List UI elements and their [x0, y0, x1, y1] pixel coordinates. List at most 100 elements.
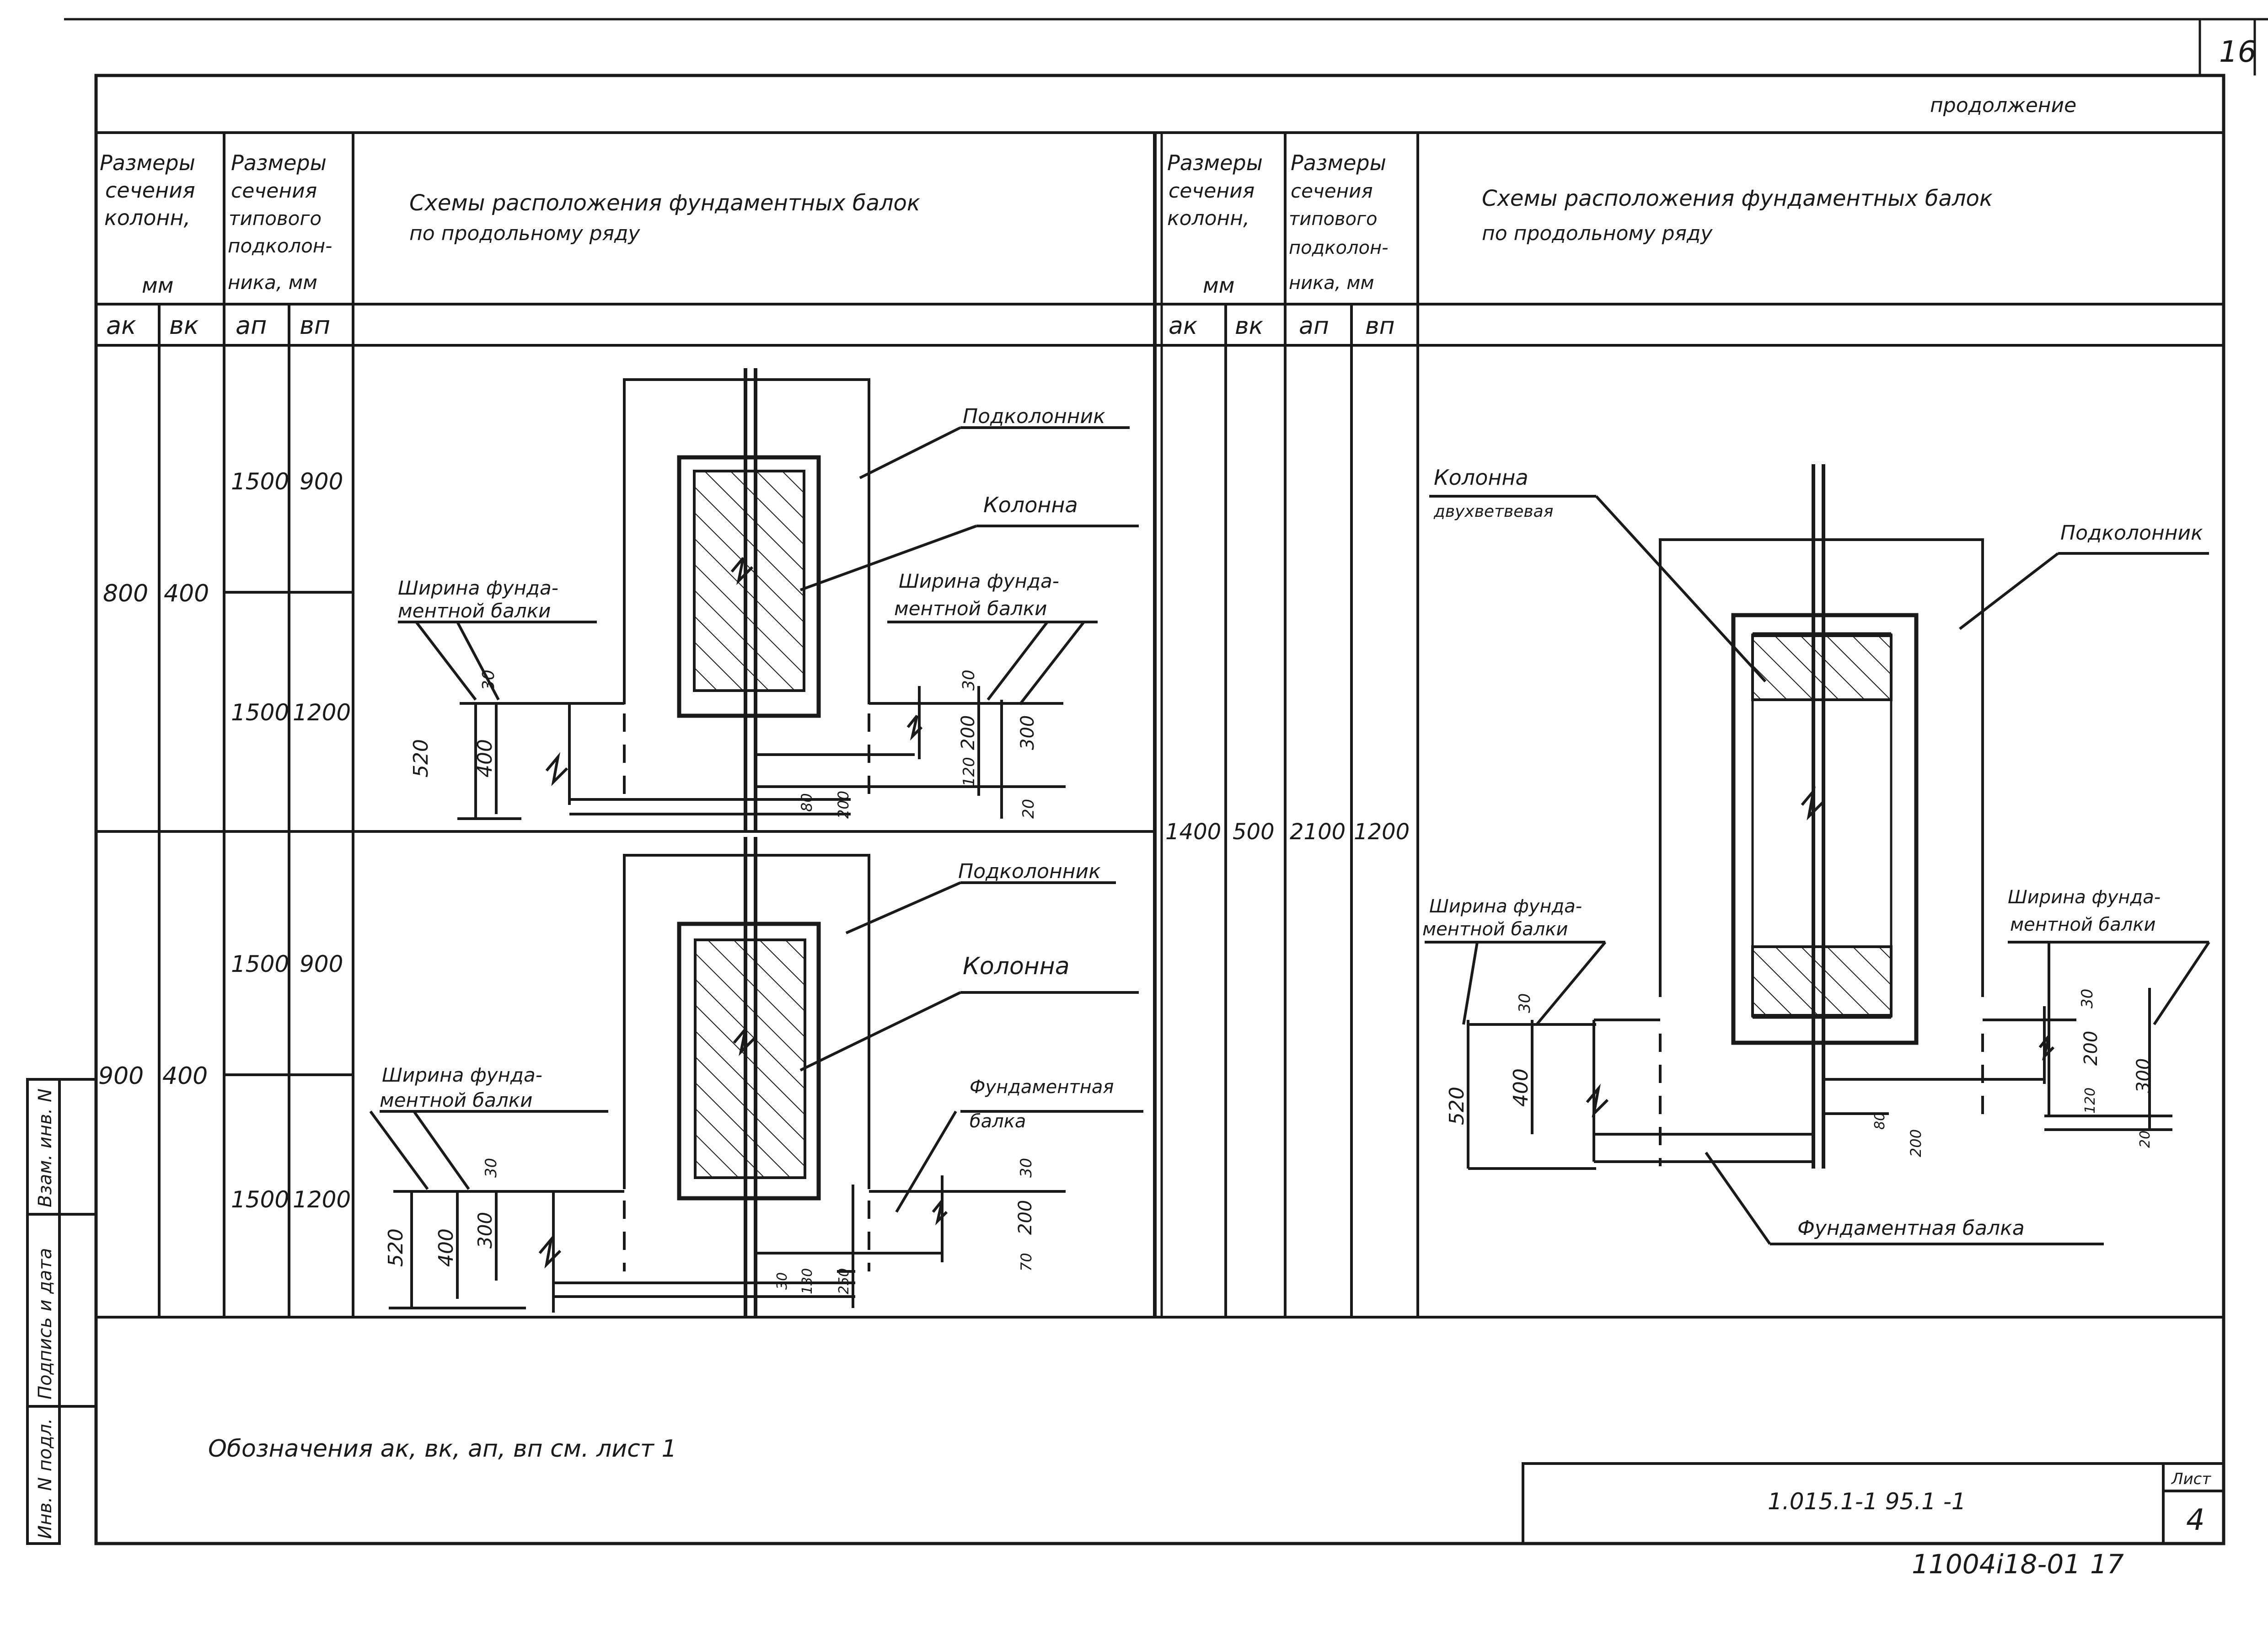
- s2-width-left-2: ментной балки: [380, 1089, 532, 1111]
- s3-dim-20: 20: [2137, 1131, 2153, 1148]
- r-sub-bk: вк: [1235, 312, 1264, 340]
- s3-dim-120: 120: [2082, 1088, 2098, 1114]
- s2-dim-250: 250: [836, 1268, 852, 1294]
- stamp-strip: [26, 1078, 96, 1545]
- s1-podkolonnik-label: Подколонник: [963, 405, 1105, 428]
- s1-width-right-1: Ширина фунда-: [899, 570, 1059, 592]
- row2-bn-2: 1200: [293, 1186, 351, 1213]
- row2-an-1: 1500: [231, 951, 289, 977]
- scheme-2: Подколонник Колонна Ширина фунда- ментно…: [369, 837, 1143, 1317]
- s1-dim-400: 400: [473, 739, 497, 777]
- row1-bn-2: 1200: [293, 699, 351, 726]
- stamp-label-replacement: Взам. инв. N: [35, 1088, 56, 1207]
- s2-dim-300: 300: [474, 1212, 496, 1249]
- row1-bk: 400: [164, 580, 209, 607]
- table-grid: [96, 133, 2224, 1319]
- document-code: 1.015.1-1 95.1 -1: [1768, 1488, 1966, 1515]
- right-table-header: Размеры сечения колонн, мм Размеры сечен…: [1167, 150, 1993, 340]
- r-hdr-col-line3: колонн,: [1167, 207, 1249, 230]
- hdr-col-unit: мм: [142, 273, 173, 298]
- s1-dim-30-right: 30: [960, 670, 978, 691]
- row2-bn-1: 900: [300, 951, 343, 977]
- sub-bn: вп: [300, 311, 330, 340]
- r-hdr-scheme-line1: Схемы расположения фундаментных балок: [1482, 186, 1993, 211]
- r-hdr-pod-line3: типового: [1289, 209, 1377, 230]
- hdr-scheme-line2: по продольному ряду: [409, 222, 640, 245]
- stamp-label-signature: Подпись и дата: [35, 1248, 56, 1399]
- s1-dim-120: 120: [960, 757, 978, 787]
- s2-beam-label-2: балка: [970, 1111, 1026, 1132]
- s3-dim-80: 80: [1872, 1112, 1888, 1130]
- sub-bk: вк: [169, 311, 199, 340]
- s3-width-left-2: ментной балки: [1422, 919, 1568, 940]
- hdr-col-line2: сечения: [105, 178, 195, 203]
- archive-number: 11004i18-01: [1912, 1549, 2080, 1580]
- title-block: [1522, 1462, 2225, 1545]
- s2-dim-400: 400: [434, 1228, 458, 1267]
- row1-bn-1: 900: [300, 468, 343, 495]
- sheet-frame: [64, 18, 2268, 1545]
- s1-width-left-2: ментной балки: [398, 600, 551, 622]
- sheet-list-label: Лист: [2171, 1470, 2211, 1488]
- archive-page: 17: [2090, 1549, 2124, 1580]
- s2-beam-label-1: Фундаментная: [970, 1077, 1114, 1098]
- s3-dim-200b: 200: [1907, 1129, 1925, 1157]
- s3-dim-30-right: 30: [2078, 989, 2096, 1008]
- s3-dim-520: 520: [1445, 1087, 1469, 1125]
- s2-kolonna-label: Колонна: [963, 953, 1070, 980]
- s3-kolonna-label-2: двухветвевая: [1433, 502, 1553, 521]
- s3-width-right-1: Ширина фунда-: [2008, 887, 2161, 908]
- left-table-row-1: 800 400 1500 900 1500 1200: [103, 468, 351, 726]
- s3-podkolonnik-label: Подколонник: [2060, 521, 2203, 545]
- s2-dim-130: 130: [799, 1268, 815, 1294]
- stamp-label-inventory: Инв. N подл.: [35, 1418, 56, 1539]
- r-sub-ak: ак: [1169, 312, 1198, 340]
- sub-ak: ак: [106, 311, 136, 340]
- sheet-list-number: 4: [2186, 1503, 2205, 1537]
- r-row-an: 2100: [1290, 819, 1346, 845]
- row2-bk: 400: [162, 1062, 208, 1090]
- s2-dim-30b: 30: [774, 1272, 790, 1290]
- r-hdr-pod-line1: Размеры: [1291, 150, 1386, 175]
- s3-dim-300: 300: [2133, 1058, 2154, 1093]
- s3-dim-400: 400: [1509, 1068, 1533, 1107]
- s1-width-right-2: ментной балки: [894, 597, 1047, 620]
- hdr-col-line3: колонн,: [104, 205, 190, 230]
- left-table-row-2: 900 400 1500 900 1500 1200: [98, 951, 351, 1213]
- row2-an-2: 1500: [231, 1186, 289, 1213]
- r-hdr-pod-line2: сечения: [1291, 180, 1373, 202]
- r-hdr-col-line2: сечения: [1169, 179, 1255, 203]
- s2-width-left-1: Ширина фунда-: [382, 1064, 542, 1086]
- left-table-header: Размеры сечения колонн, мм Размеры сечен…: [100, 150, 920, 340]
- s1-dim-200: 200: [958, 715, 979, 750]
- row1-an-2: 1500: [231, 699, 289, 726]
- s2-dim-30-left: 30: [482, 1158, 500, 1178]
- hdr-pod-line2: сечения: [231, 179, 317, 203]
- scheme-1: Подколонник Колонна Ширина фунда- ментно…: [398, 368, 1139, 831]
- s1-dim-80: 80: [798, 793, 815, 812]
- s3-kolonna-label-1: Колонна: [1434, 465, 1528, 490]
- r-hdr-pod-line4: подколон-: [1289, 237, 1389, 258]
- hdr-scheme-line1: Схемы расположения фундаментных балок: [409, 190, 920, 216]
- s3-dim-30-left: 30: [1516, 993, 1534, 1013]
- row2-ak: 900: [98, 1062, 144, 1090]
- scheme-3: Колонна двухветвевая Подколонник Ширина …: [1422, 464, 2210, 1245]
- r-hdr-col-line1: Размеры: [1167, 150, 1263, 175]
- s1-width-left-1: Ширина фунда-: [398, 577, 558, 599]
- continuation-label: продолжение: [1930, 94, 2076, 117]
- s3-width-right-2: ментной балки: [2010, 914, 2155, 935]
- s3-beam-label: Фундаментная балка: [1797, 1217, 2025, 1240]
- s3-dim-200: 200: [2080, 1031, 2102, 1066]
- row1-ak: 800: [103, 580, 148, 607]
- r-sub-an: ап: [1299, 312, 1329, 340]
- s1-dim-30-left: 30: [479, 670, 498, 691]
- hdr-pod-line3: типового: [229, 207, 322, 230]
- r-row-ak: 1400: [1165, 819, 1221, 845]
- r-hdr-pod-line5: ника, мм: [1289, 273, 1374, 294]
- r-hdr-col-unit: мм: [1203, 273, 1234, 298]
- r-row-bn: 1200: [1354, 819, 1410, 845]
- s2-dim-30-right: 30: [1017, 1158, 1035, 1178]
- s1-dim-20: 20: [1019, 799, 1038, 819]
- right-table-row: 1400 500 2100 1200: [1165, 819, 1410, 845]
- r-hdr-scheme-line2: по продольному ряду: [1482, 222, 1713, 245]
